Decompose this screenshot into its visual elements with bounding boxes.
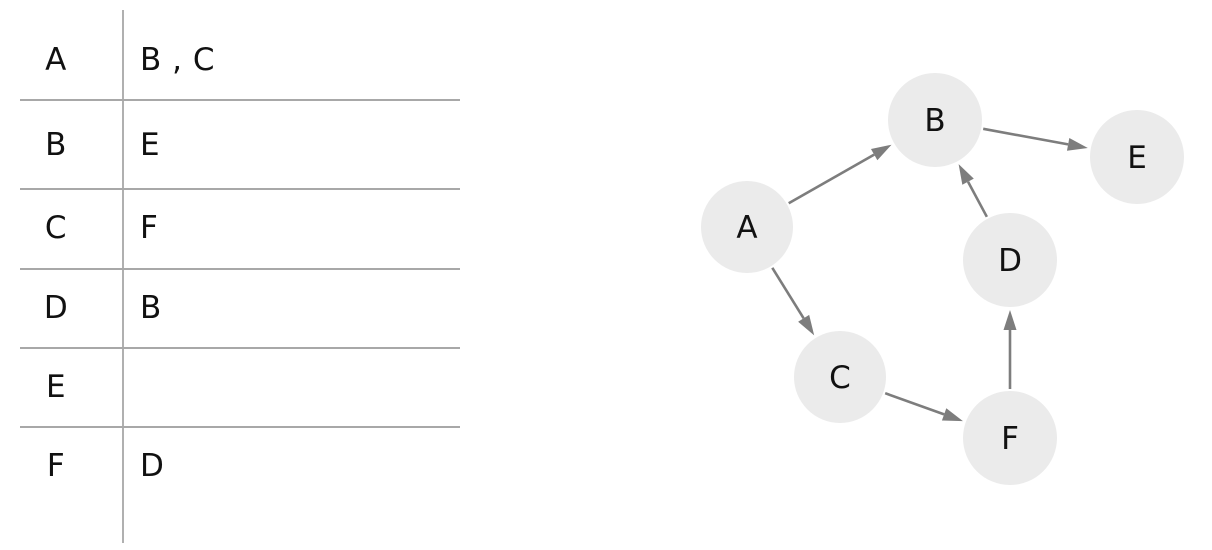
graph-edge-d-to-b (958, 164, 989, 218)
arrowhead-icon (941, 408, 963, 422)
arrowhead-icon (958, 164, 974, 185)
node-circle[interactable] (1090, 110, 1184, 204)
arrowhead-icon (798, 314, 815, 336)
graph-node-c[interactable]: C (794, 331, 886, 423)
node-label: A (736, 210, 757, 246)
table-row-divider (20, 268, 460, 270)
edge-layer (771, 127, 1088, 422)
table-cell-value: D (140, 447, 165, 484)
graph-svg-canvas: A B C D E F (701, 73, 1184, 485)
edge-shaft (966, 181, 989, 218)
node-label: D (998, 243, 1022, 279)
node-circle[interactable] (963, 213, 1057, 307)
edge-shaft (884, 391, 945, 416)
table-cell-key: E (45, 368, 67, 405)
graph-node-d[interactable]: D (963, 213, 1057, 307)
table-cell-key: D (43, 289, 69, 326)
table-cell-key: B (45, 126, 67, 163)
table-row-divider (20, 426, 460, 428)
adjacency-list-table: A B , C B E C F D B E F D (0, 0, 500, 550)
table-row-divider (20, 347, 460, 349)
table-row-divider (20, 188, 460, 190)
edge-shaft (771, 267, 805, 320)
node-label: C (829, 360, 851, 396)
table-row: A B , C (0, 20, 500, 100)
table-row: C F (0, 188, 500, 268)
arrowhead-icon (1003, 310, 1017, 330)
table-cell-value: F (140, 209, 159, 246)
table-cell-key: A (45, 41, 67, 78)
table-cell-value: E (140, 126, 161, 163)
table-row: B E (0, 105, 500, 185)
node-label: E (1127, 140, 1147, 176)
graph-node-f[interactable]: F (963, 391, 1057, 485)
edge-shaft (982, 127, 1069, 146)
table-row: E (0, 347, 500, 427)
table-cell-value (140, 347, 460, 427)
node-label: B (924, 103, 945, 139)
graph-edge-f-to-d (1003, 310, 1017, 389)
graph-node-a[interactable]: A (701, 181, 793, 273)
table-cell-value: B (140, 289, 162, 326)
table-cell-key: C (44, 209, 68, 246)
node-layer: A B C D E F (701, 73, 1184, 485)
table-cell-value: B , C (140, 41, 215, 78)
table-row-divider (20, 99, 460, 101)
edge-shaft (788, 153, 875, 205)
table-column-divider (122, 10, 124, 543)
node-label: F (1001, 421, 1019, 457)
node-circle[interactable] (701, 181, 793, 273)
table-cell-key: F (46, 447, 66, 484)
directed-graph-diagram: A B C D E F (500, 0, 1212, 550)
graph-node-b[interactable]: B (888, 73, 982, 167)
graph-node-e[interactable]: E (1090, 110, 1184, 204)
node-circle[interactable] (888, 73, 982, 167)
graph-edge-c-to-f (884, 391, 963, 422)
graph-edge-a-to-c (771, 267, 815, 336)
graph-edge-b-to-e (982, 127, 1088, 151)
graph-edge-a-to-b (788, 144, 892, 205)
arrowhead-icon (1066, 137, 1088, 151)
table-row: F D (0, 426, 500, 506)
arrowhead-icon (870, 144, 892, 161)
table-row: D B (0, 268, 500, 348)
node-circle[interactable] (963, 391, 1057, 485)
node-circle[interactable] (794, 331, 886, 423)
